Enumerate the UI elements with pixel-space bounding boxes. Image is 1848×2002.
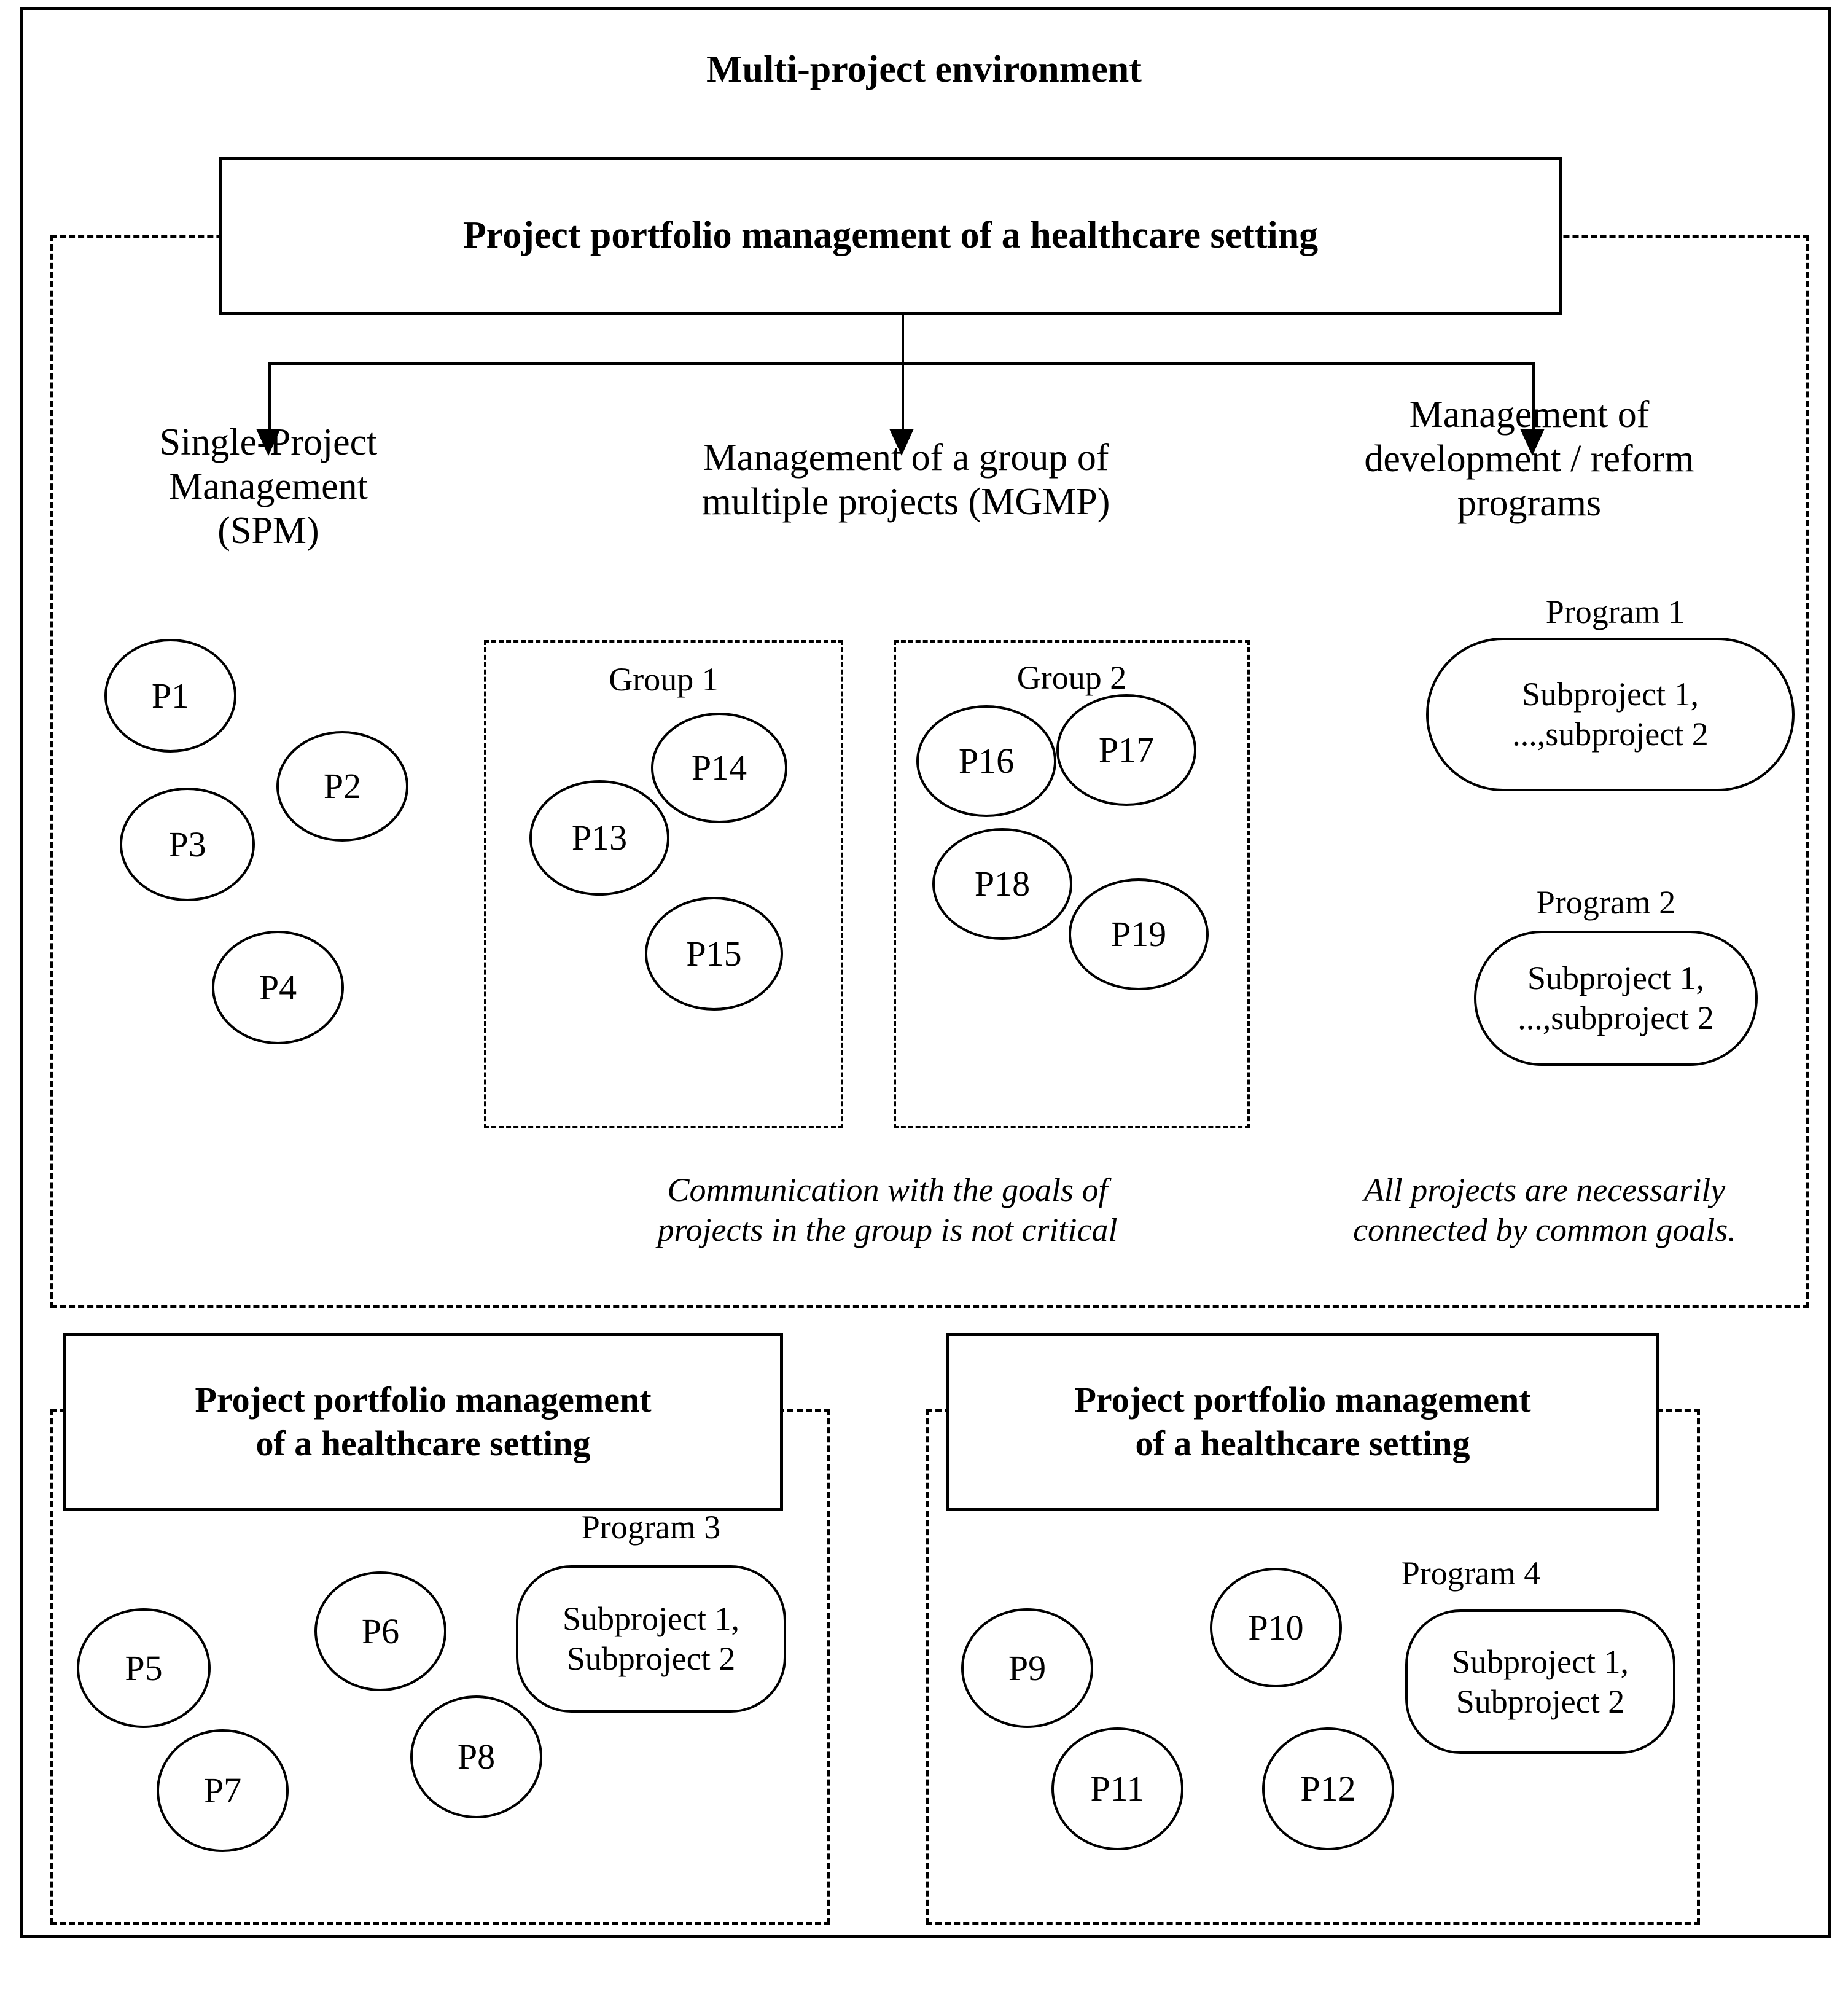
project-label: P12 xyxy=(1300,1769,1356,1808)
project-circle-p4: P4 xyxy=(212,931,344,1044)
program-content: Subproject 1, ...,subproject 2 xyxy=(1512,676,1709,753)
branch-label-spm: Single-Project Management (SPM) xyxy=(159,421,378,552)
project-label: P17 xyxy=(1098,730,1155,770)
arrow-head-left-icon xyxy=(256,429,281,456)
project-circle-p18: P18 xyxy=(932,828,1072,940)
arrow-head-middle-icon xyxy=(889,429,914,456)
project-label: P6 xyxy=(361,1611,400,1651)
program-pill-3: Subproject 1, Subproject 2 xyxy=(516,1565,786,1713)
bottom-left-header-box: Project portfolio management of a health… xyxy=(63,1333,783,1511)
program-pill-1: Subproject 1, ...,subproject 2 xyxy=(1426,638,1795,791)
project-circle-p15: P15 xyxy=(645,897,783,1011)
project-circle-p2: P2 xyxy=(276,731,408,842)
connector-trunk xyxy=(902,315,904,364)
bottom-right-header-box: Project portfolio management of a health… xyxy=(946,1333,1659,1511)
program-label-4: Program 4 xyxy=(1401,1555,1541,1592)
program-label-2: Program 2 xyxy=(1536,884,1676,921)
program-pill-2: Subproject 1, ...,subproject 2 xyxy=(1474,931,1758,1066)
project-label: P13 xyxy=(571,818,628,858)
program-pill-4: Subproject 1, Subproject 2 xyxy=(1405,1609,1675,1754)
project-circle-p19: P19 xyxy=(1069,878,1209,990)
group-box-1 xyxy=(484,640,843,1128)
top-header-box: Project portfolio management of a health… xyxy=(219,157,1562,315)
project-label: P11 xyxy=(1090,1769,1145,1808)
project-circle-p10: P10 xyxy=(1210,1568,1342,1687)
project-label: P14 xyxy=(691,748,747,788)
program-label-1: Program 1 xyxy=(1545,593,1685,630)
project-label: P15 xyxy=(686,933,742,974)
program-content: Subproject 1, Subproject 2 xyxy=(1452,1643,1629,1720)
project-circle-p8: P8 xyxy=(410,1695,542,1818)
project-label: P9 xyxy=(1008,1648,1047,1688)
note-programs: All projects are necessarily connected b… xyxy=(1353,1171,1736,1248)
project-circle-p16: P16 xyxy=(916,705,1056,817)
connector-branch-left xyxy=(268,362,271,430)
project-circle-p17: P17 xyxy=(1056,694,1196,806)
page-title: Multi-project environment xyxy=(706,49,1142,90)
project-label: P4 xyxy=(259,967,297,1007)
program-content: Subproject 1, Subproject 2 xyxy=(563,1600,739,1677)
project-label: P8 xyxy=(457,1737,496,1777)
branch-label-mgmp: Management of a group of multiple projec… xyxy=(701,437,1110,523)
bottom-right-header-label: Project portfolio management of a health… xyxy=(1074,1380,1531,1463)
project-circle-p3: P3 xyxy=(120,788,255,901)
note-mgmp: Communication with the goals of projects… xyxy=(657,1171,1118,1248)
arrow-head-right-icon xyxy=(1520,429,1545,456)
project-circle-p1: P1 xyxy=(104,639,236,753)
project-label: P1 xyxy=(151,675,190,716)
connector-branch-middle xyxy=(902,362,904,430)
project-label: P10 xyxy=(1248,1607,1304,1648)
top-header-label: Project portfolio management of a health… xyxy=(462,214,1319,257)
project-circle-p12: P12 xyxy=(1262,1727,1394,1850)
bottom-left-header-label: Project portfolio management of a health… xyxy=(195,1380,652,1463)
project-label: P18 xyxy=(974,864,1031,904)
project-circle-p7: P7 xyxy=(157,1729,289,1852)
project-label: P5 xyxy=(125,1648,163,1688)
project-label: P2 xyxy=(323,766,362,806)
project-label: P19 xyxy=(1110,914,1167,954)
project-label: P3 xyxy=(168,824,206,864)
connector-branch-right xyxy=(1532,362,1535,430)
project-label: P7 xyxy=(203,1770,242,1810)
project-circle-p14: P14 xyxy=(651,713,787,823)
program-content: Subproject 1, ...,subproject 2 xyxy=(1518,960,1714,1036)
project-circle-p11: P11 xyxy=(1051,1727,1183,1850)
project-circle-p5: P5 xyxy=(77,1608,211,1728)
program-label-3: Program 3 xyxy=(581,1509,721,1546)
project-circle-p13: P13 xyxy=(529,780,669,896)
group-box-2 xyxy=(894,640,1250,1128)
project-circle-p9: P9 xyxy=(961,1608,1093,1728)
branch-label-programs: Management of development / reform progr… xyxy=(1364,394,1694,524)
group-label-1: Group 1 xyxy=(609,661,719,698)
project-circle-p6: P6 xyxy=(314,1571,446,1691)
group-label-2: Group 2 xyxy=(1016,659,1127,696)
project-label: P16 xyxy=(958,741,1015,781)
